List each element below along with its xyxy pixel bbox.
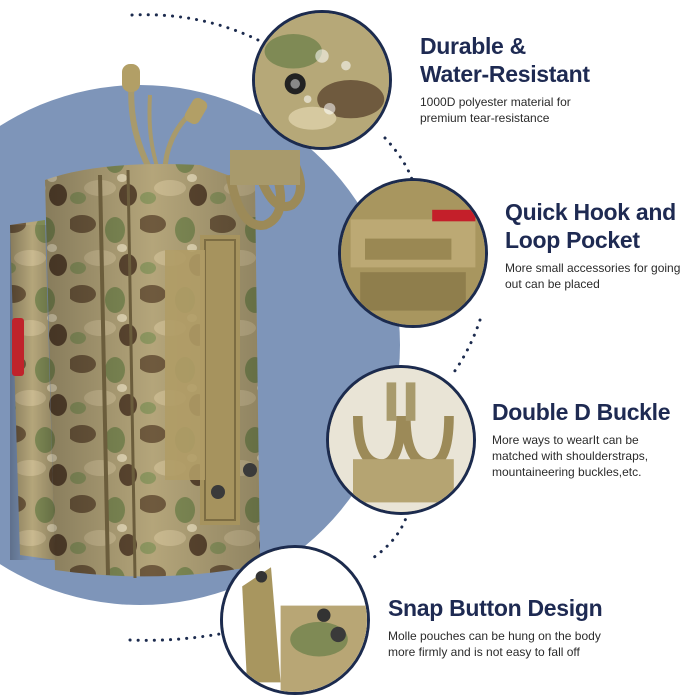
feature-title-line: Loop Pocket xyxy=(505,227,640,253)
feature-description-line: Molle pouches can be hung on the body xyxy=(388,629,601,643)
feature-durable: Durable & Water-Resistant 1000D polyeste… xyxy=(420,32,690,126)
feature-description-line: matched with shoulderstraps, xyxy=(492,449,649,463)
pouch-main-image xyxy=(10,64,305,579)
feature-title: Durable & Water-Resistant xyxy=(420,32,690,88)
detail-snap-button-image xyxy=(220,545,370,695)
detail-water-resistant-image xyxy=(252,10,392,150)
detail-hook-loop-image xyxy=(338,178,488,328)
feature-description-line: out can be placed xyxy=(505,277,600,291)
feature-description-line: mountaineering buckles,etc. xyxy=(492,465,642,479)
feature-double-d-buckle: Double D Buckle More ways to wearIt can … xyxy=(492,398,692,480)
feature-title-line: Water-Resistant xyxy=(420,61,590,87)
feature-description-line: more firmly and is not easy to fall off xyxy=(388,645,580,659)
feature-hook-loop: Quick Hook and Loop Pocket More small ac… xyxy=(505,198,695,292)
detail-double-d-buckle-image xyxy=(326,365,476,515)
feature-title-line: Double D Buckle xyxy=(492,399,671,425)
feature-description: Molle pouches can be hung on the body mo… xyxy=(388,628,688,660)
feature-description: 1000D polyester material for premium tea… xyxy=(420,94,690,126)
feature-description-line: More ways to wearIt can be xyxy=(492,433,639,447)
feature-title: Double D Buckle xyxy=(492,398,692,426)
feature-title: Snap Button Design xyxy=(388,594,688,622)
feature-description: More ways to wearIt can be matched with … xyxy=(492,432,692,480)
feature-title-line: Snap Button Design xyxy=(388,595,603,621)
feature-title: Quick Hook and Loop Pocket xyxy=(505,198,695,254)
feature-title-line: Durable & xyxy=(420,33,526,59)
feature-title-line: Quick Hook and xyxy=(505,199,676,225)
feature-description-line: premium tear-resistance xyxy=(420,111,550,125)
feature-snap-button: Snap Button Design Molle pouches can be … xyxy=(388,594,688,660)
feature-description-line: 1000D polyester material for xyxy=(420,95,571,109)
feature-description-line: More small accessories for going xyxy=(505,261,681,275)
feature-description: More small accessories for going out can… xyxy=(505,260,695,292)
